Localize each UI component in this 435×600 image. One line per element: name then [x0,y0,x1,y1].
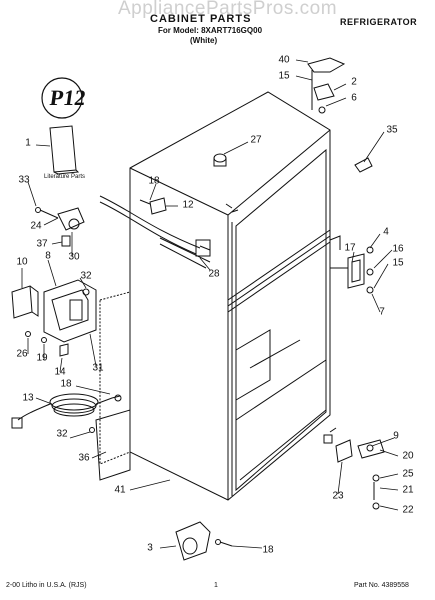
spacer-37 [61,235,71,247]
callout: 25 [402,468,414,480]
callout: 20 [402,450,414,462]
screw-32-lower [89,427,95,433]
callout: 21 [402,484,414,496]
screw-32 [82,288,90,296]
callout: 40 [278,54,290,66]
callout: 15 [392,257,404,269]
callout: 32 [80,270,92,282]
callout: 26 [16,348,28,360]
callout: 10 [16,256,28,268]
callout: 9 [393,430,399,442]
callout: 6 [351,92,357,104]
callout: 32 [56,428,68,440]
callout: 12 [182,199,194,211]
part-number: Part No. 4389558 [354,582,409,589]
callout: 37 [36,238,48,250]
watermark-text: AppliancePartsPros.com [118,0,338,19]
page-number: 1 [214,582,218,589]
callout: 31 [92,362,104,374]
model-line: For Model: 8XART716GQ00 [158,26,263,35]
callout: 36 [78,452,90,464]
wiring-harness [99,195,211,269]
appliance-type: REFRIGERATOR [340,17,418,27]
plug-35 [354,157,373,173]
callout: 1 [25,137,31,149]
center-hinge [330,246,374,294]
relay-10 [11,285,33,319]
callout: 14 [54,366,66,378]
back-panel [95,291,131,481]
callout: 8 [45,250,51,262]
callout: 35 [386,124,398,136]
callout: 41 [114,484,126,496]
screw-33 [35,207,59,219]
callout: 16 [392,243,404,255]
callout: 18 [262,544,274,556]
callout: 23 [332,490,344,502]
callout: 24 [30,220,42,232]
thermostat-housing [43,279,97,343]
bottom-hinge [335,439,385,510]
callout: 13 [22,392,34,404]
callout: 28 [208,268,220,280]
screw-19 [41,337,47,343]
callout: 19 [36,352,48,364]
callout: 15 [278,70,290,82]
top-hinge [307,57,346,114]
leader-lines [21,59,399,549]
roller-assembly [175,521,233,561]
screw-26 [25,331,31,337]
clip-12 [149,197,167,215]
callout: 27 [250,134,262,146]
cabinet-body [129,91,341,501]
callout: 3 [147,542,153,554]
callout: 22 [402,504,414,516]
p12-stamp [41,77,83,119]
p12-stamp-text: P12 [48,85,88,110]
power-cord [11,393,122,429]
plug-27 [213,153,227,163]
callout: 4 [383,226,389,238]
callout: 17 [344,242,356,254]
literature-booklet-icon [49,125,80,175]
litho-note: 2-00 Litho in U.S.A. (RJS) [6,582,87,589]
callout: 18 [148,175,160,187]
callout: 2 [351,76,357,88]
color-line: (White) [190,36,218,45]
grommet-14 [59,343,69,357]
callout: 18 [60,378,72,390]
diagram-title: CABINET PARTS [150,13,252,25]
callout: 33 [18,174,30,186]
literature-parts-label: Literature Parts [44,174,86,180]
callout: 30 [68,251,80,263]
callout: 7 [379,306,385,318]
bracket-24 [57,207,85,231]
